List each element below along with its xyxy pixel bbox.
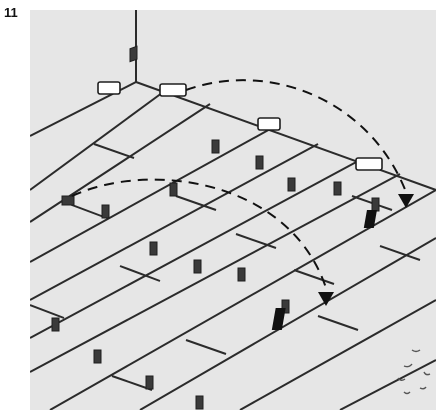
- step-number: 11: [4, 6, 18, 19]
- floor-installation-illustration: [30, 10, 436, 410]
